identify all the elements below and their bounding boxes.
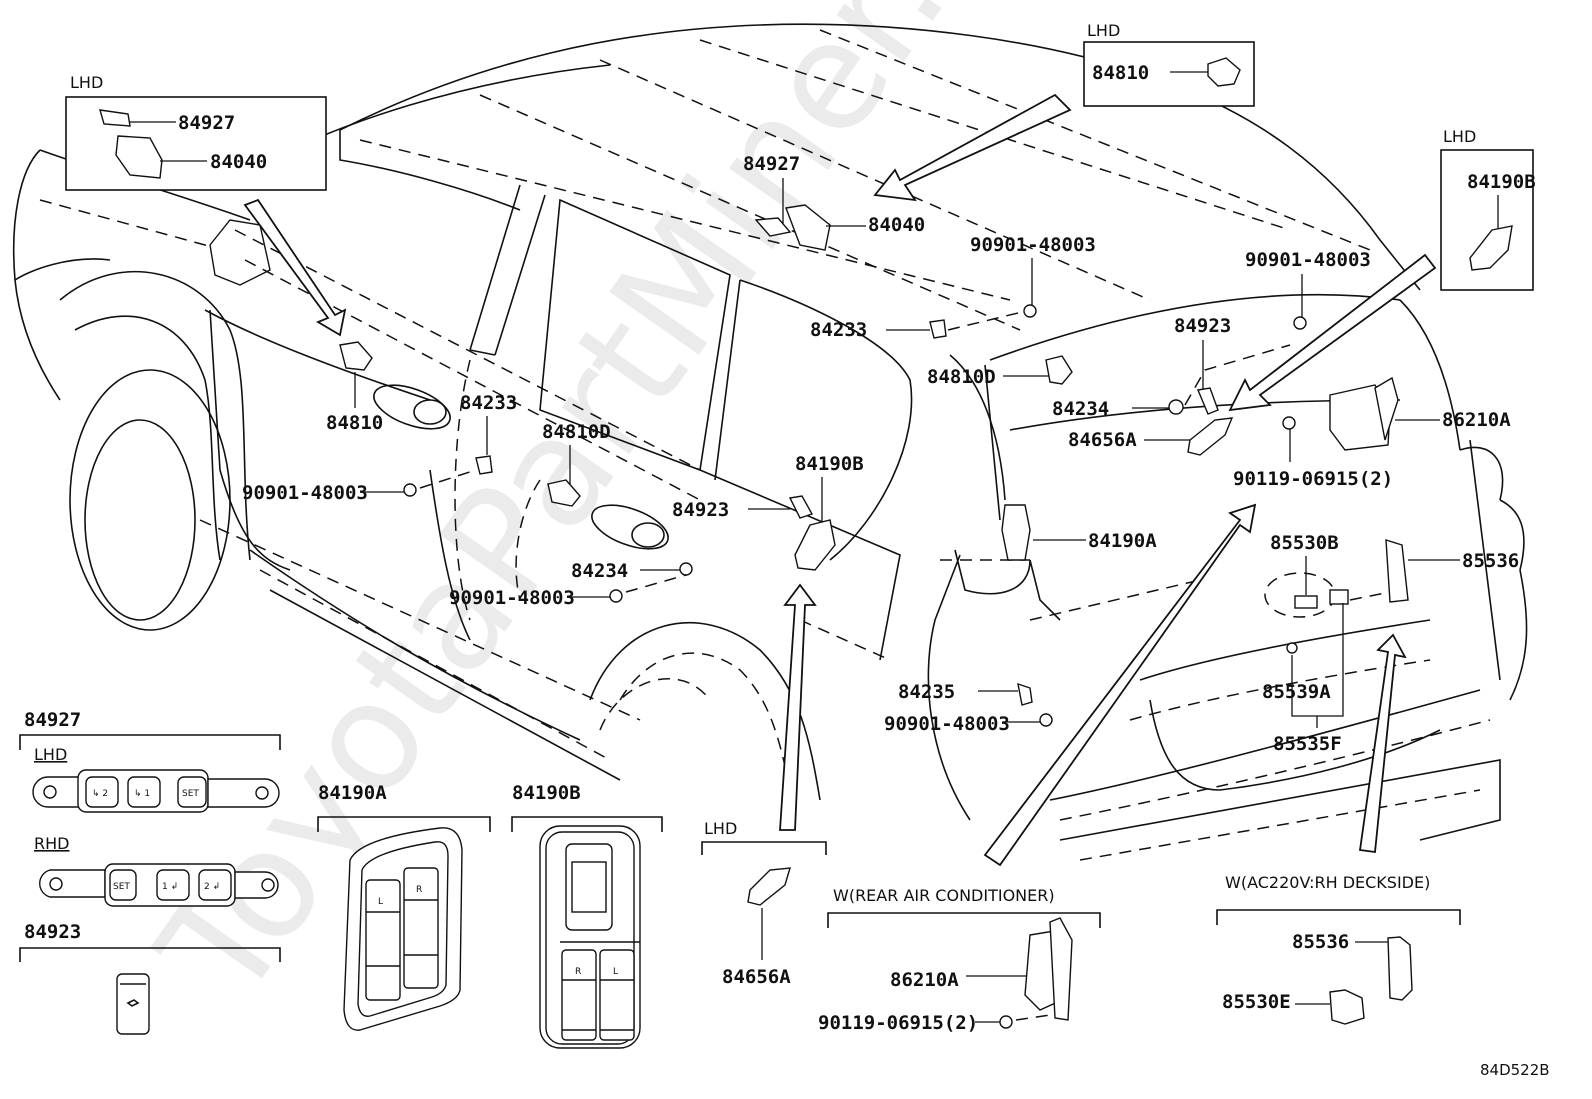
svg-text:R: R bbox=[416, 885, 422, 895]
detail-title-84190B: 84190B bbox=[512, 782, 581, 804]
seat-heater-switch-84923 bbox=[116, 973, 150, 1035]
svg-text:SET: SET bbox=[182, 789, 199, 799]
part-number-90901-48003[interactable]: 90901-48003 bbox=[1245, 249, 1371, 271]
part-number-84190A[interactable]: 84190A bbox=[1088, 530, 1157, 552]
part-number-84656A[interactable]: 84656A bbox=[1068, 429, 1137, 451]
condition-label: W(REAR AIR CONDITIONER) bbox=[833, 886, 1055, 905]
detail-panel-84656A: LHD 84656A bbox=[701, 819, 827, 988]
detail-title-84927: 84927 bbox=[24, 709, 81, 731]
part-number-84190B[interactable]: 84190B bbox=[1467, 171, 1536, 193]
arrow-ac220 bbox=[1358, 633, 1407, 854]
part-number-84923[interactable]: 84923 bbox=[672, 499, 729, 521]
seat-switch-right bbox=[403, 867, 439, 989]
callout-box-lhd-right: LHD 84190B bbox=[1440, 127, 1536, 291]
part-84040-icon bbox=[115, 135, 163, 179]
set-button[interactable] bbox=[109, 869, 137, 901]
diagram-code: 84D522B bbox=[1480, 1061, 1550, 1079]
callout-box-lhd-top: LHD 84810 bbox=[1083, 21, 1255, 107]
detail-title-84656A[interactable]: 84656A bbox=[722, 966, 791, 988]
seat-switch-left bbox=[365, 879, 401, 1001]
arrow-84810-box bbox=[873, 93, 1072, 202]
region-label: LHD bbox=[1443, 127, 1476, 146]
svg-text:2 ↲: 2 ↲ bbox=[204, 882, 220, 892]
part-number-86210A[interactable]: 86210A bbox=[1442, 409, 1511, 431]
svg-text:↳ 2: ↳ 2 bbox=[92, 789, 108, 799]
lhd-label: LHD bbox=[34, 745, 67, 764]
detail-title-84190A: 84190A bbox=[318, 782, 387, 804]
part-number-86210A[interactable]: 86210A bbox=[890, 969, 959, 991]
part-number-90119-06915[interactable]: 90119-06915(2) bbox=[818, 1012, 978, 1034]
svg-text:1 ↲: 1 ↲ bbox=[162, 882, 178, 892]
arrow-84190B-box bbox=[1228, 253, 1437, 412]
part-number-84234[interactable]: 84234 bbox=[571, 560, 628, 582]
svg-text:↳ 1: ↳ 1 bbox=[134, 789, 150, 799]
detail-panel-84190A: 84190A L R bbox=[317, 782, 491, 1031]
rhd-label: RHD bbox=[34, 834, 69, 853]
part-number-84923[interactable]: 84923 bbox=[1174, 315, 1231, 337]
memory-button-1[interactable] bbox=[156, 869, 190, 901]
memory-button-2[interactable] bbox=[198, 869, 232, 901]
region-label: LHD bbox=[1087, 21, 1120, 40]
memory-button-1[interactable] bbox=[127, 776, 161, 808]
pointer-arrows bbox=[243, 93, 1437, 867]
part-number-84810[interactable]: 84810 bbox=[1092, 62, 1149, 84]
part-number-84190B[interactable]: 84190B bbox=[795, 453, 864, 475]
detail-panel-ac220v: W(AC220V:RH DECKSIDE) 85536 85530E bbox=[1216, 873, 1461, 1025]
part-number-85536[interactable]: 85536 bbox=[1462, 550, 1519, 572]
arrow-rear-ac bbox=[983, 503, 1257, 867]
outlet-cover-icon bbox=[1387, 936, 1413, 1001]
part-number-84810D[interactable]: 84810D bbox=[927, 366, 996, 388]
region-label: LHD bbox=[704, 819, 737, 838]
part-number-84234[interactable]: 84234 bbox=[1052, 398, 1109, 420]
part-number-84233[interactable]: 84233 bbox=[460, 392, 517, 414]
part-number-84927[interactable]: 84927 bbox=[178, 112, 235, 134]
svg-text:R: R bbox=[575, 967, 581, 977]
part-84810-icon bbox=[1207, 57, 1241, 87]
lhd-memory-buttons: ↳ 2 ↳ 1 SET bbox=[85, 776, 207, 808]
seat-switch-right bbox=[561, 949, 597, 1041]
arrow-84656A bbox=[779, 583, 817, 831]
part-84927-icon bbox=[99, 109, 131, 127]
part-number-84235[interactable]: 84235 bbox=[898, 681, 955, 703]
part-number-90119-06915[interactable]: 90119-06915(2) bbox=[1233, 468, 1393, 490]
arrow-84927-box bbox=[243, 198, 347, 337]
outlet-icon bbox=[1329, 989, 1365, 1025]
vehicle-outline bbox=[12, 23, 1528, 861]
part-number-90901-48003[interactable]: 90901-48003 bbox=[449, 587, 575, 609]
detail-panel-84927: 84927 LHD ↳ 2 ↳ 1 SET RHD SET 1 ↲ bbox=[19, 709, 281, 1035]
part-84190B-icon bbox=[1469, 225, 1513, 271]
part-number-90901-48003[interactable]: 90901-48003 bbox=[242, 482, 368, 504]
callout-box-lhd-left: LHD 84927 84040 bbox=[65, 73, 327, 191]
part-number-85536[interactable]: 85536 bbox=[1292, 931, 1349, 953]
part-number-85530E[interactable]: 85530E bbox=[1222, 991, 1291, 1013]
seat-switch-left bbox=[599, 949, 635, 1041]
svg-text:L: L bbox=[378, 897, 383, 907]
part-number-85535F[interactable]: 85535F bbox=[1273, 733, 1342, 755]
rhd-memory-buttons: SET 1 ↲ 2 ↲ bbox=[109, 869, 232, 901]
part-number-90901-48003[interactable]: 90901-48003 bbox=[970, 234, 1096, 256]
detail-panel-84190B: 84190B R L bbox=[511, 782, 663, 1049]
part-number-85530B[interactable]: 85530B bbox=[1270, 532, 1339, 554]
part-number-84040[interactable]: 84040 bbox=[210, 151, 267, 173]
part-number-84040[interactable]: 84040 bbox=[868, 214, 925, 236]
svg-text:SET: SET bbox=[113, 882, 130, 892]
part-number-84810D[interactable]: 84810D bbox=[542, 421, 611, 443]
memory-button-2[interactable] bbox=[85, 776, 119, 808]
detail-title-84923: 84923 bbox=[24, 921, 81, 943]
main-callouts: 84927 84040 90901-48003 84233 90901-4800… bbox=[242, 153, 1519, 755]
part-number-84233[interactable]: 84233 bbox=[810, 319, 867, 341]
part-number-84810[interactable]: 84810 bbox=[326, 412, 383, 434]
part-number-84927[interactable]: 84927 bbox=[743, 153, 800, 175]
detail-panel-rear-ac: W(REAR AIR CONDITIONER) 86210A 90119-069… bbox=[818, 886, 1101, 1034]
part-number-90901-48003[interactable]: 90901-48003 bbox=[884, 713, 1010, 735]
part-number-85539A[interactable]: 85539A bbox=[1262, 681, 1331, 703]
svg-text:L: L bbox=[613, 967, 618, 977]
set-button[interactable] bbox=[177, 776, 207, 808]
region-label: LHD bbox=[70, 73, 103, 92]
condition-label: W(AC220V:RH DECKSIDE) bbox=[1225, 873, 1430, 892]
